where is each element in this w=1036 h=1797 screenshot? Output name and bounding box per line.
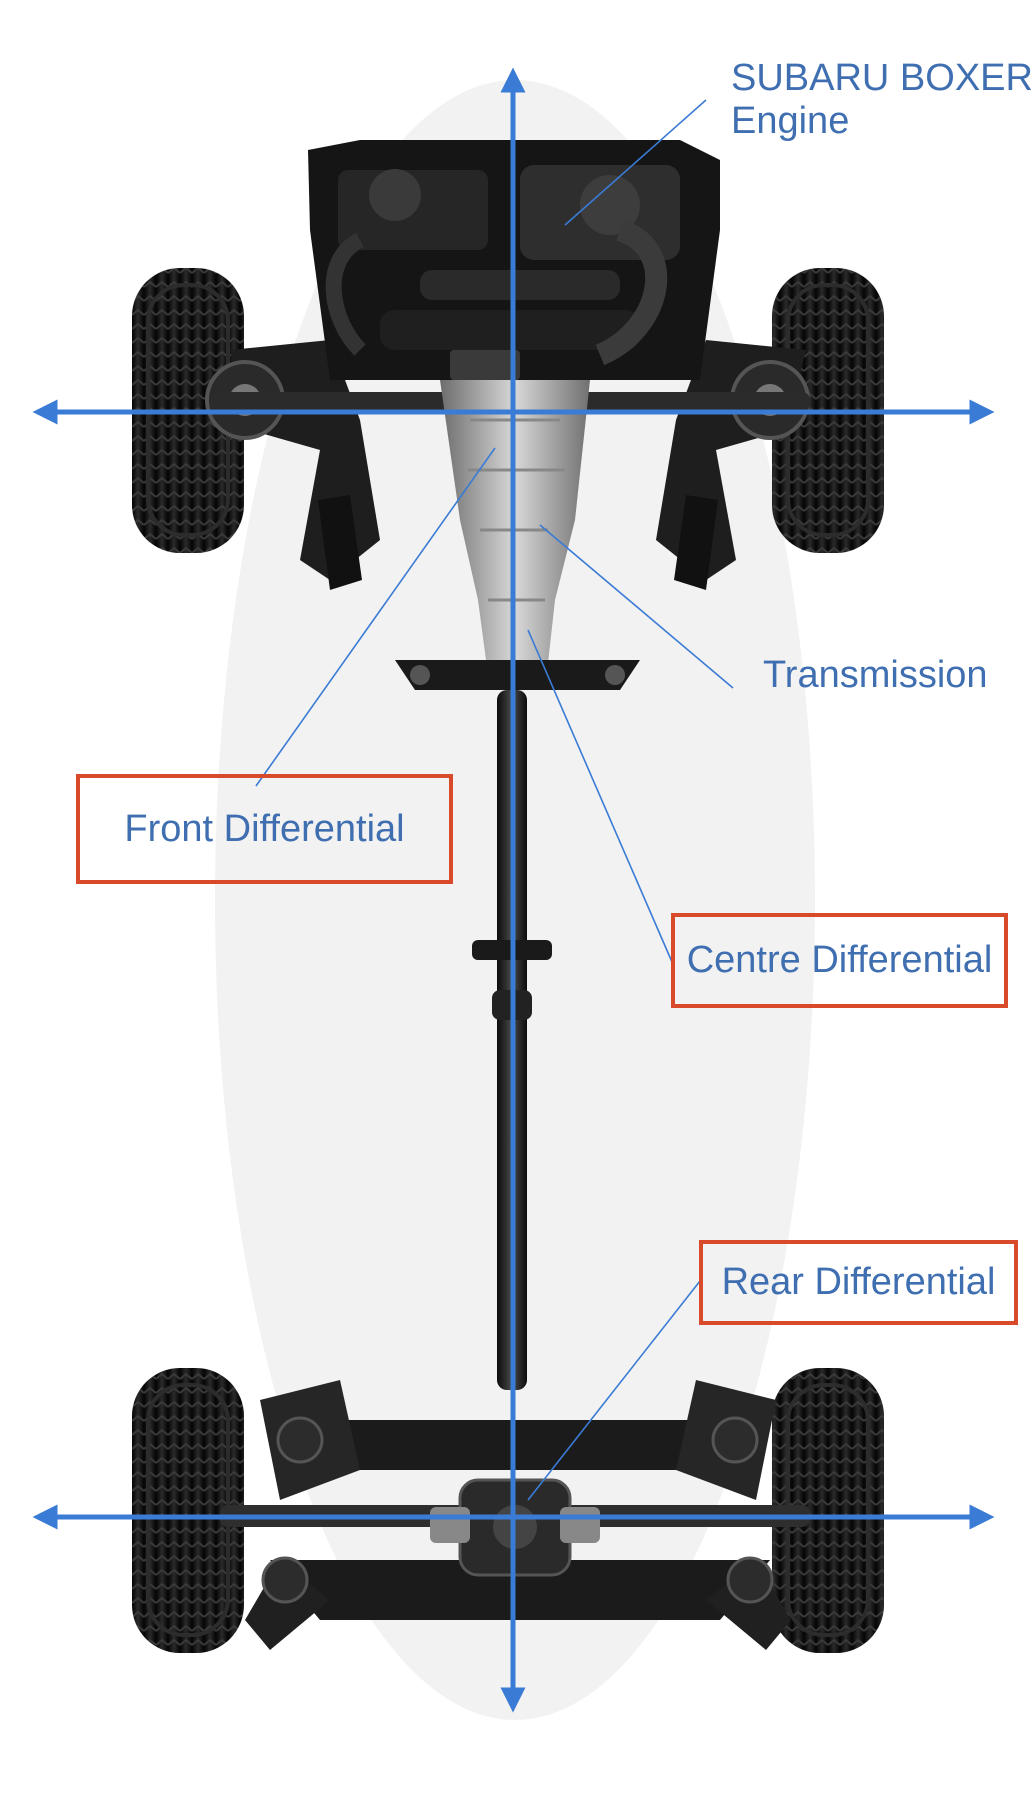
engine-leader <box>564 99 707 226</box>
axis-arrows <box>32 67 995 1713</box>
rear-differential-label: Rear Differential <box>721 1261 996 1303</box>
transmission-label: Transmission <box>763 654 988 696</box>
engine-label: SUBARU BOXER Engine <box>731 57 1033 143</box>
transmission-leader <box>539 524 734 689</box>
rear-differential-box: Rear Differential <box>699 1240 1018 1325</box>
leader-lines <box>255 99 734 1501</box>
centre-differential-box: Centre Differential <box>671 913 1008 1008</box>
rear-diff-leader <box>527 1280 701 1501</box>
engine-label-line2: Engine <box>731 100 850 142</box>
centre-diff-leader <box>527 629 673 963</box>
front-differential-box: Front Differential <box>76 774 453 884</box>
engine-label-line1: SUBARU BOXER <box>731 57 1033 99</box>
front-diff-leader <box>255 447 496 787</box>
front-differential-label: Front Differential <box>124 807 405 850</box>
centre-differential-label: Centre Differential <box>686 939 993 981</box>
